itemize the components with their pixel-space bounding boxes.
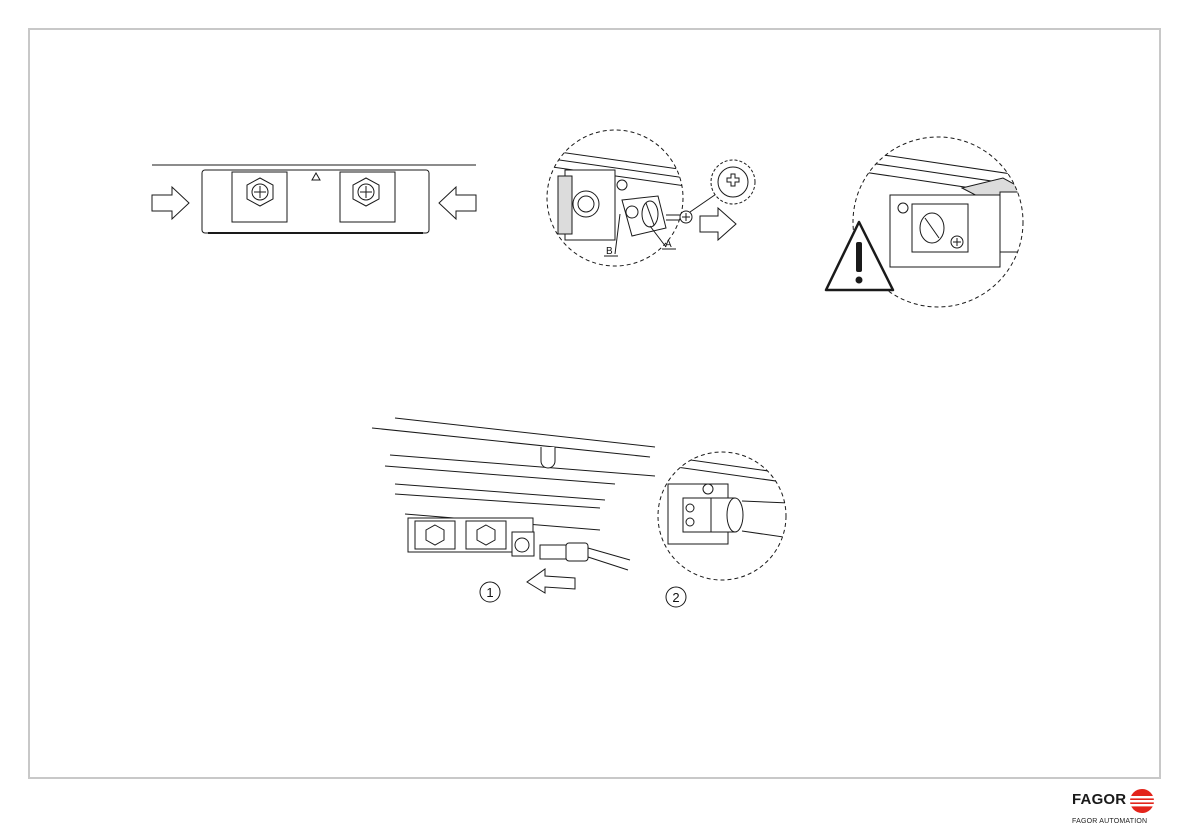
step-1-label: 1 <box>486 585 493 600</box>
figure-warning-detail <box>826 137 1025 307</box>
fagor-logo-icon <box>1129 788 1155 814</box>
pull-out-arrow-icon <box>700 208 736 240</box>
warning-triangle-icon <box>826 222 893 290</box>
brand-name: FAGOR <box>1072 791 1126 808</box>
screw-head-zoom-icon <box>711 160 755 204</box>
push-arrow-icon <box>152 187 189 219</box>
figure-connected-detail <box>655 452 790 580</box>
step-2-marker: 2 <box>666 587 686 607</box>
callout-a-label: A <box>665 239 672 250</box>
phillips-screw-icon <box>680 211 692 223</box>
pull-arrow-icon <box>439 187 476 219</box>
insert-arrow-icon <box>527 569 575 593</box>
callout-b-label: B <box>606 246 613 257</box>
brand-subtitle: FAGOR AUTOMATION <box>1072 818 1147 825</box>
figure-block-top-view <box>152 165 476 233</box>
step-2-label: 2 <box>672 590 679 605</box>
step-1-marker: 1 <box>480 582 500 602</box>
brand-block: FAGOR FAGOR AUTOMATION <box>1072 786 1162 831</box>
figure-connect-cable <box>372 418 655 570</box>
figure-remove-cap-detail: B A <box>545 130 755 266</box>
